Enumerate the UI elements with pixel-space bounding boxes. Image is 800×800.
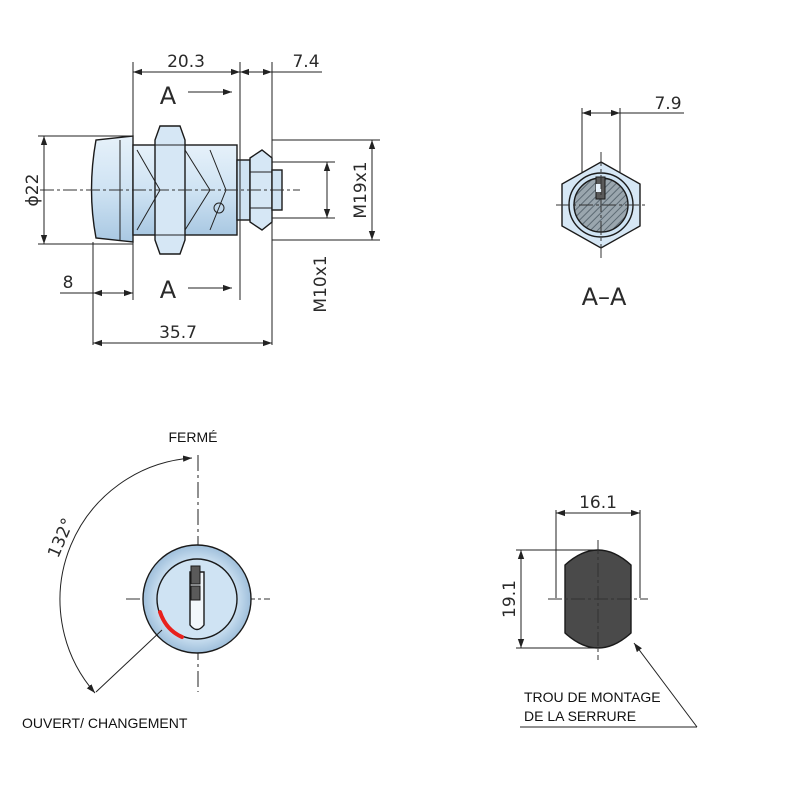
body-nut [154,125,186,255]
dim-section-width: 7.9 [654,94,681,114]
dim-hole-height: 19.1 [500,580,520,618]
mounting-hole-label-line1: TROU DE MONTAGE [524,689,661,705]
dim-diameter: ϕ22 [23,174,43,207]
mounting-hole-label-line2: DE LA SERRURE [524,708,636,724]
section-mark-top: A [160,82,177,110]
lock-head [90,135,134,243]
dim-hole-width: 16.1 [579,493,617,513]
dim-total-length: 35.7 [159,323,197,343]
mounting-hole-view: 16.1 19.1 TROU DE MONTAGE DE LA SERRURE [500,493,698,728]
rotation-angle: 132° [44,515,78,561]
section-mark-bottom: A [160,276,177,304]
dim-cam-length: 7.4 [292,52,319,72]
side-view: 20.3 7.4 A A ϕ22 M19x1 M10x1 8 35.7 [23,52,380,347]
section-view: 7.9 A–A [556,94,684,311]
dim-head-length: 8 [63,273,74,293]
retaining-pin [213,202,225,214]
section-title: A–A [582,283,627,311]
dim-thread-major: M19x1 [351,161,371,218]
label-closed: FERMÉ [169,429,218,445]
front-view: FERMÉ 132° OUVERT/ CHANGEMENT [22,429,270,731]
dim-body-length: 20.3 [167,52,205,72]
label-open: OUVERT/ CHANGEMENT [22,715,188,731]
dim-thread-minor: M10x1 [311,255,331,312]
